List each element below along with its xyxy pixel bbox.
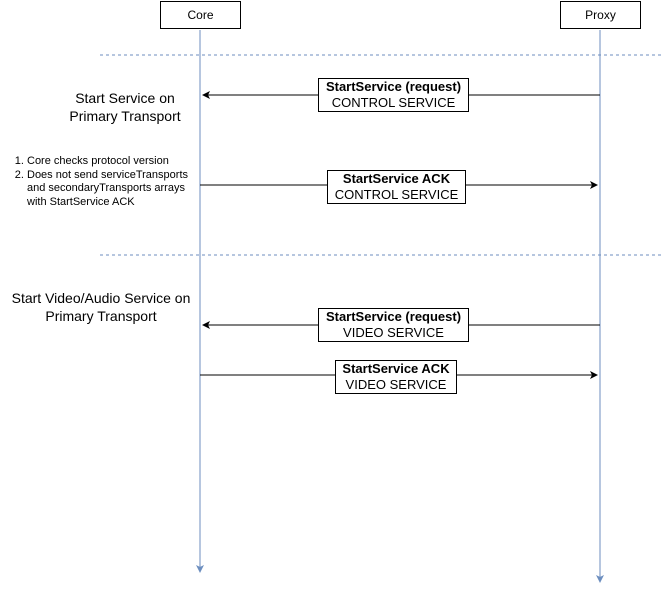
participant-proxy[interactable]: Proxy: [560, 1, 641, 29]
message-label-service: CONTROL SERVICE: [331, 95, 456, 110]
note-item: Does not send serviceTransports and seco…: [27, 169, 204, 210]
message-label-control-request[interactable]: StartService (request) CONTROL SERVICE: [318, 78, 469, 112]
section-title-line: Primary Transport: [45, 308, 157, 324]
section-title-primary-av: Start Video/Audio Service on Primary Tra…: [0, 289, 202, 325]
message-label-title: StartService ACK: [342, 361, 450, 376]
message-label-title: StartService (request): [325, 309, 462, 324]
section-title-primary-control: Start Service on Primary Transport: [40, 89, 210, 125]
message-label-title: StartService ACK: [342, 171, 451, 186]
message-label-service: VIDEO SERVICE: [343, 325, 444, 340]
participant-core[interactable]: Core: [160, 1, 241, 29]
core-checks-note: Core checks protocol version Does not se…: [14, 155, 204, 209]
message-label-title: StartService (request): [325, 79, 462, 94]
message-label-service: CONTROL SERVICE: [334, 187, 459, 202]
message-label-control-ack[interactable]: StartService ACK CONTROL SERVICE: [327, 170, 466, 204]
message-label-video-request[interactable]: StartService (request) VIDEO SERVICE: [318, 308, 469, 342]
section-title-line: Primary Transport: [69, 108, 181, 124]
message-label-video-ack[interactable]: StartService ACK VIDEO SERVICE: [335, 360, 457, 394]
section-title-line: Start Service on: [75, 90, 175, 106]
message-label-service: VIDEO SERVICE: [345, 377, 447, 392]
note-item: Core checks protocol version: [27, 155, 204, 169]
section-title-line: Start Video/Audio Service on: [11, 290, 191, 306]
